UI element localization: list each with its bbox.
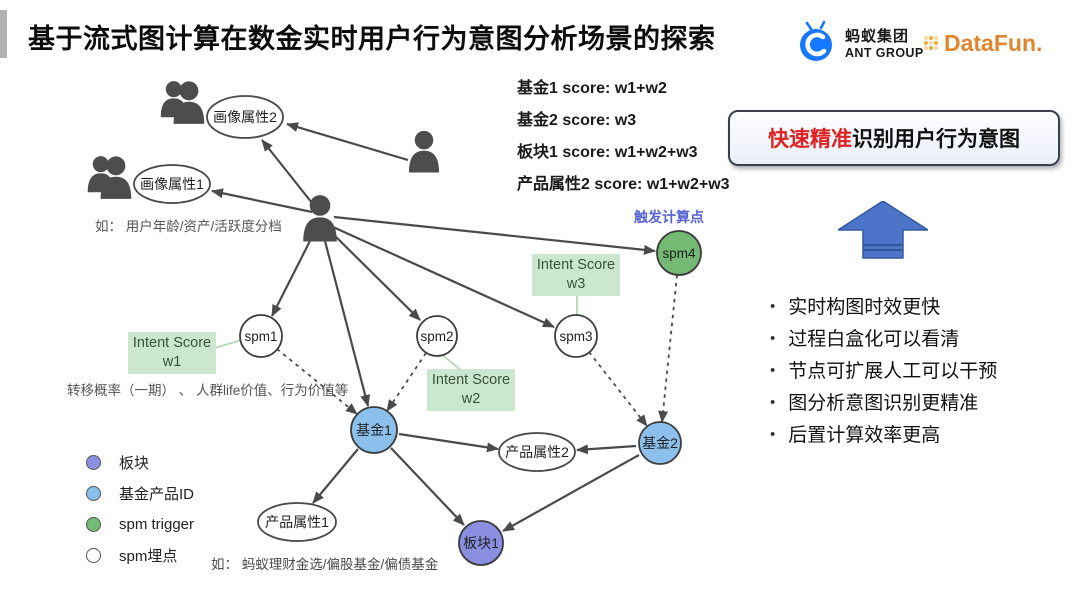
- solid-edges: [211, 122, 656, 532]
- score-line: 板块1 score: w1+w2+w3: [517, 144, 698, 161]
- benefit-item: 过程白盒化可以看清: [770, 323, 997, 355]
- node-profile2: [206, 95, 284, 139]
- legend-dot-spm: [86, 548, 101, 563]
- legend-item: spm trigger: [86, 509, 194, 540]
- node-profile1: [133, 164, 211, 204]
- intent-score-box-w1: Intent Score w1: [128, 332, 216, 374]
- legend-item: 基金产品ID: [86, 478, 194, 509]
- users-group-icon: [161, 81, 205, 124]
- ant-group-cn-label: 蚂蚁集团: [845, 27, 910, 45]
- intent-score-title: Intent Score: [132, 335, 212, 351]
- score-line: 产品属性2 score: w1+w2+w3: [517, 176, 730, 193]
- legend: 板块 基金产品ID spm trigger spm埋点: [86, 447, 194, 571]
- node-label: spm1: [244, 329, 277, 344]
- score-line: 基金2 score: w3: [517, 112, 637, 129]
- node-label: spm2: [420, 329, 453, 344]
- node-spm2: [416, 315, 458, 357]
- page-title: 基于流式图计算在数金实时用户行为意图分析场景的探索: [28, 24, 716, 54]
- up-arrow-icon: [838, 201, 928, 259]
- node-fund2: [638, 421, 682, 465]
- score-line: 基金1 score: w1+w2: [517, 80, 667, 97]
- benefit-item: 图分析意图识别更精准: [770, 387, 997, 419]
- weight-note: 转移概率（一期） 、 人群life价值、行为价值等: [67, 383, 349, 398]
- ant-group-en-label: ANT GROUP: [845, 45, 924, 60]
- node-label: 板块1: [463, 535, 499, 551]
- conclusion-rest: 识别用户行为意图: [852, 128, 1020, 151]
- legend-label: spm trigger: [119, 516, 195, 533]
- legend-item: 板块: [86, 447, 194, 478]
- legend-dot-fund: [86, 486, 101, 501]
- legend-label: 板块: [119, 455, 150, 472]
- benefit-item: 节点可扩展人工可以干预: [770, 355, 997, 387]
- node-prod1: [257, 502, 337, 542]
- node-label: 基金1: [356, 422, 392, 438]
- user-icon: [408, 130, 440, 173]
- node-labels: 画像属性2 画像属性1 spm1 spm2 spm3 spm4 基金1 基金2 …: [140, 109, 696, 551]
- datafun-logo: DataFun.: [924, 30, 1042, 57]
- users-group-icon: [88, 156, 132, 199]
- title-accent-bar: [0, 10, 7, 58]
- datafun-wordmark: DataFun.: [944, 30, 1043, 56]
- legend-label: 基金产品ID: [119, 486, 195, 503]
- node-prod2: [498, 432, 576, 472]
- benefit-item: 实时构图时效更快: [770, 291, 997, 323]
- intent-score-weight: w2: [461, 391, 481, 407]
- score-formulas: 基金1 score: w1+w2 基金2 score: w3 板块1 score…: [517, 76, 730, 204]
- node-spm3: [554, 314, 598, 358]
- intent-score-weight: w3: [566, 276, 586, 292]
- node-fund1: [350, 406, 398, 454]
- intent-score-title: Intent Score: [431, 372, 511, 388]
- node-spm1: [239, 314, 283, 358]
- node-label: 产品属性2: [505, 444, 569, 460]
- intent-connectors: [214, 295, 578, 372]
- legend-dot-sector: [86, 455, 101, 470]
- node-label: 基金2: [642, 435, 678, 451]
- node-label: 产品属性1: [265, 514, 329, 530]
- intent-score-weight: w1: [162, 354, 182, 370]
- benefit-item: 后置计算效率更高: [770, 419, 997, 451]
- dashed-edges: [276, 274, 678, 427]
- node-label: spm4: [662, 246, 696, 261]
- node-label: 画像属性1: [140, 176, 204, 192]
- conclusion-banner: 快速精准识别用户行为意图: [728, 110, 1060, 166]
- profile-note: 如： 用户年龄/资产/活跃度分档: [95, 219, 282, 234]
- node-spm4: [656, 230, 702, 276]
- graph-nodes: [133, 95, 702, 566]
- fund-note: 如： 蚂蚁理财金选/偏股基金/偏债基金: [211, 557, 439, 572]
- node-label: spm3: [559, 329, 592, 344]
- ant-group-icon: [800, 20, 832, 61]
- node-sector1: [458, 520, 504, 566]
- datafun-dots-icon: [924, 36, 939, 51]
- benefit-list: 实时构图时效更快 过程白盒化可以看清 节点可扩展人工可以干预 图分析意图识别更精…: [770, 291, 997, 451]
- ant-group-logo: 蚂蚁集团 ANT GROUP: [796, 20, 924, 64]
- legend-label: spm埋点: [119, 548, 178, 565]
- legend-dot-trigger: [86, 517, 101, 532]
- user-icon: [303, 195, 337, 242]
- trigger-point-label: 触发计算点: [634, 209, 704, 225]
- legend-item: spm埋点: [86, 540, 194, 571]
- intent-score-box-w2: Intent Score w2: [427, 369, 515, 411]
- intent-score-title: Intent Score: [536, 257, 616, 273]
- node-label: 画像属性2: [213, 109, 277, 125]
- intent-score-box-w3: Intent Score w3: [532, 254, 620, 296]
- conclusion-emphasis: 快速精准: [768, 128, 852, 151]
